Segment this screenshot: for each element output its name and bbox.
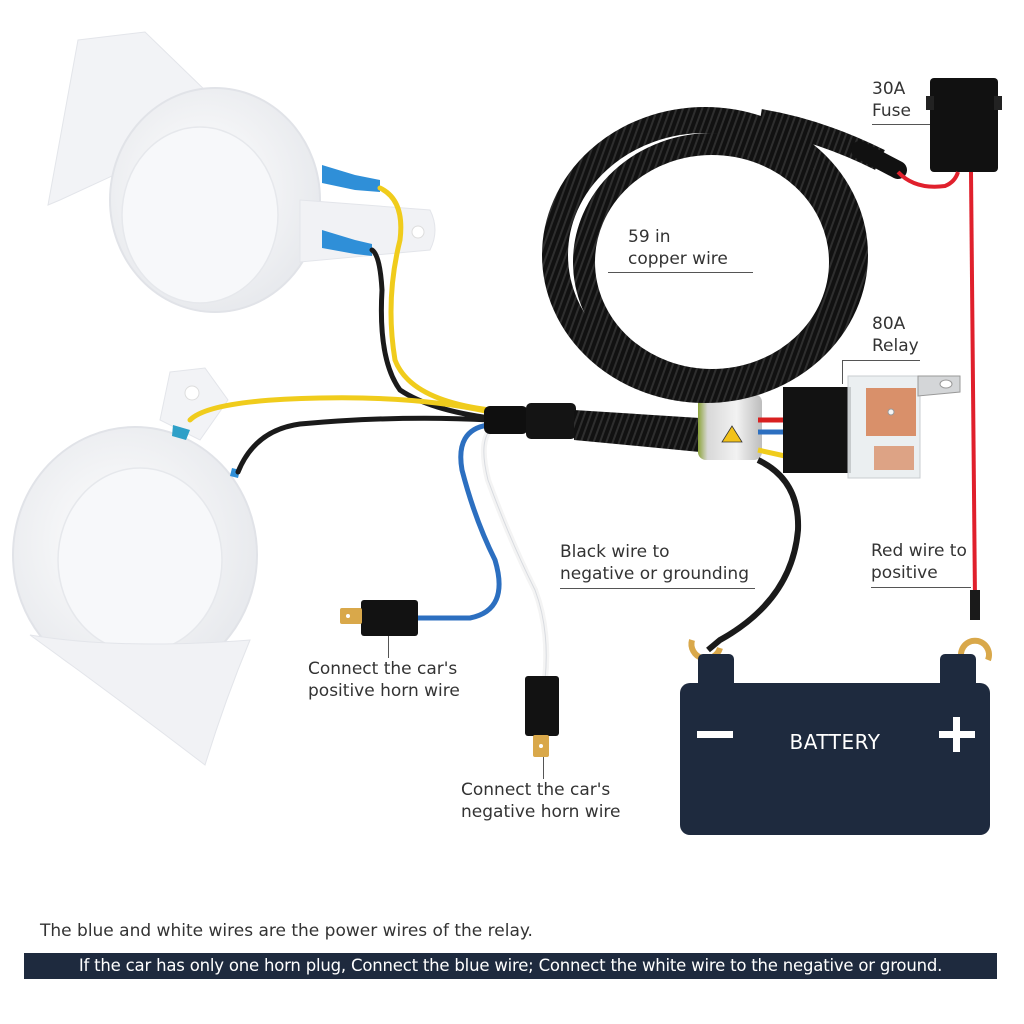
negative-plug-label: Connect the car's negative horn wire: [461, 779, 621, 823]
positive-ring-terminal: [958, 637, 992, 662]
relay-callout-line: [842, 360, 843, 384]
positive-horn-plug: [340, 600, 418, 636]
fuse-label-line-2: Fuse: [872, 101, 911, 121]
upper-horn-black-wire: [369, 247, 493, 421]
copper-wire-label-line-1: 59 in: [628, 227, 671, 247]
fuse-label-underline: [872, 124, 930, 125]
fuse-label: 30A Fuse: [872, 78, 930, 125]
battery-plus-symbol-v: [953, 717, 960, 752]
red-wire-label-line-1: Red wire to: [871, 541, 967, 561]
negative-plug-label-line-1: Connect the car's: [461, 780, 611, 800]
relay-label-line-1: 80A: [872, 314, 906, 334]
positive-plug-callout-line: [388, 636, 389, 658]
relay: [757, 375, 961, 479]
positive-plug-label-line-1: Connect the car's: [308, 659, 458, 679]
black-wire-label-line-2: negative or grounding: [560, 564, 749, 584]
battery-minus-symbol: [697, 731, 733, 738]
warning-sleeve: [698, 394, 762, 460]
upper-horn-yellow-wire: [377, 185, 493, 413]
blue-wire: [415, 422, 502, 621]
upper-horn: [47, 31, 436, 313]
positive-plug-label-line-2: positive horn wire: [308, 681, 460, 701]
note-single-plug: If the car has only one horn plug, Conne…: [24, 953, 997, 979]
red-wire-label: Red wire to positive: [871, 540, 971, 588]
lower-horn-yellow-wire: [187, 395, 493, 423]
negative-plug-callout-line: [543, 757, 544, 779]
relay-label-line-2: Relay: [872, 336, 919, 356]
red-wire-label-underline: [871, 587, 971, 588]
negative-plug-label-line-2: negative horn wire: [461, 802, 621, 822]
negative-horn-plug: [525, 676, 559, 757]
fuse-label-line-1: 30A: [872, 79, 906, 99]
relay-label-underline: [842, 360, 920, 361]
black-wire-label-underline: [560, 588, 755, 589]
battery: [680, 654, 990, 835]
copper-wire-label: 59 in copper wire: [608, 226, 753, 273]
relay-label: 80A Relay: [842, 313, 920, 361]
red-wire: [969, 171, 977, 601]
lower-horn-black-wire: [235, 415, 493, 475]
harness: [484, 394, 762, 460]
lower-horn: [12, 367, 258, 766]
black-wire-label-line-1: Black wire to: [560, 542, 670, 562]
horn-wires: [187, 185, 550, 683]
red-wire-label-line-2: positive: [871, 563, 938, 583]
copper-wire-label-underline: [608, 272, 753, 273]
battery-label: BATTERY: [789, 730, 881, 754]
note-power-wires: The blue and white wires are the power w…: [40, 921, 533, 941]
black-wire-label: Black wire to negative or grounding: [560, 541, 755, 589]
black-ground-wire: [706, 457, 802, 653]
fuse-holder: [896, 78, 1002, 189]
positive-plug-label: Connect the car's positive horn wire: [308, 658, 460, 702]
copper-wire-label-line-2: copper wire: [628, 249, 728, 269]
red-wire-heatshrink: [970, 590, 980, 620]
coiled-copper-wire: [542, 107, 907, 403]
